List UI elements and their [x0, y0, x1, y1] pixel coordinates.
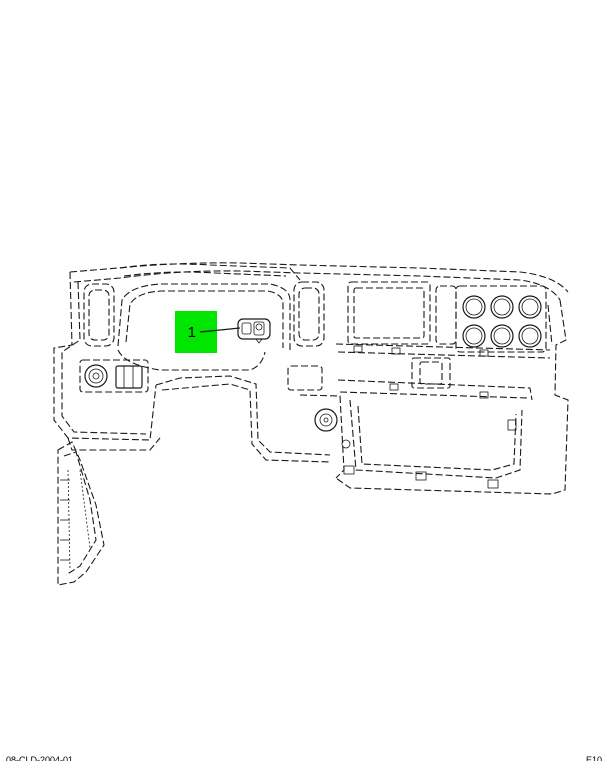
display-screen [347, 281, 431, 345]
cluster-hood [117, 283, 291, 350]
dash-top-outline [69, 262, 569, 301]
callout-number: 1 [188, 324, 196, 341]
leader-line [199, 327, 241, 333]
headlight-switch-panel [79, 359, 149, 393]
left-vent [83, 283, 115, 347]
right-vent [293, 281, 325, 347]
dash-left-body [53, 271, 331, 463]
steering-column-shroud [57, 441, 105, 586]
dash-right-body [335, 299, 569, 495]
gauge-cluster [435, 285, 547, 353]
footer-drawing-id: 08-CLD-2004-01 [6, 756, 74, 761]
footer-page-code: E10 [585, 756, 602, 761]
ignition-area [287, 365, 351, 479]
switch-assembly [237, 318, 271, 344]
callout-highlight-box [175, 311, 217, 353]
